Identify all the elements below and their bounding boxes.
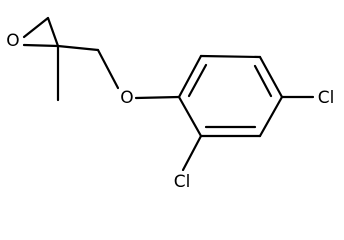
molecule-structure: O O Cl Cl <box>5 16 339 192</box>
epoxide-oxygen-text: O <box>6 31 19 51</box>
benzene-ring <box>177 54 284 138</box>
ring-bond-3-inner <box>253 64 273 98</box>
chlorine-ortho-text: Cl <box>174 172 191 192</box>
ring-bond-6 <box>177 95 203 138</box>
bond-ether-oxygen-to-ring <box>134 95 181 100</box>
bond-epoxide-ch2-to-quaternary-c <box>46 16 60 48</box>
ring-bond-2 <box>199 54 262 59</box>
ring-bond-4 <box>258 95 284 138</box>
ether-oxygen-text: O <box>120 88 133 108</box>
bond-ring-to-chlorine-ortho <box>181 134 203 172</box>
atom-label-chlorine-ortho: Cl <box>170 171 195 192</box>
atom-label-epoxide-oxygen: O <box>5 30 21 51</box>
atom-label-ether-oxygen: O <box>119 87 135 108</box>
epoxide-ring <box>22 16 60 48</box>
ring-bond-1 <box>177 54 203 99</box>
bond-quaternary-c-to-ch2 <box>56 44 100 52</box>
ring-bond-3 <box>258 55 284 99</box>
ring-bond-1-inner <box>187 63 208 98</box>
atom-label-chlorine-para: Cl <box>314 87 339 108</box>
chlorine-para-text: Cl <box>318 88 335 108</box>
bond-ch2-to-ether-oxygen <box>96 48 120 90</box>
bond-epoxide-oxygen-to-quaternary-c <box>22 43 60 48</box>
bond-epoxide-ch2-to-oxygen <box>22 16 50 39</box>
